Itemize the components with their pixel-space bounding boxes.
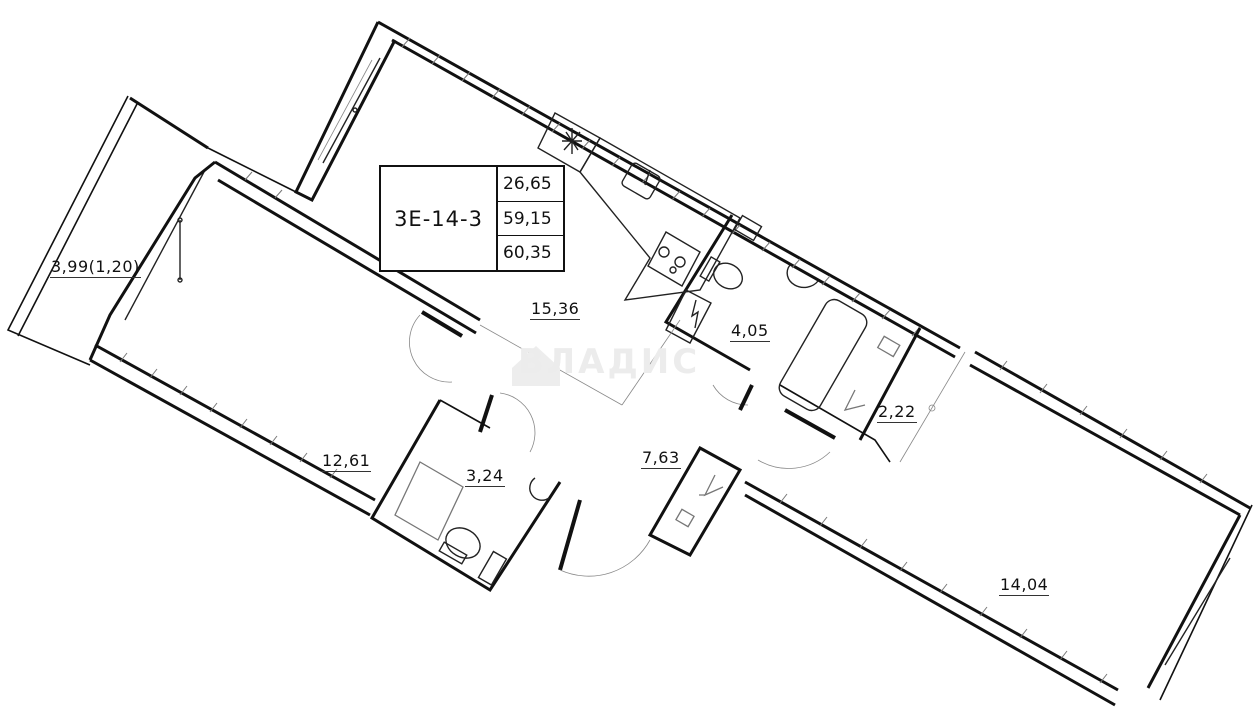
bedroom-right-door <box>757 408 836 469</box>
room-label-kitchen-living: 15,36 <box>530 299 581 320</box>
wardrobe-room <box>843 327 966 463</box>
room-label-wc: 3,24 <box>465 466 505 487</box>
bedroom-left-door <box>409 310 464 383</box>
living-area: 26,65 <box>498 167 563 202</box>
room-label-bathroom: 4,05 <box>730 321 770 342</box>
room-label-hallway: 7,63 <box>641 448 681 469</box>
hallway-closet <box>647 445 743 557</box>
bedroom-right-walls <box>744 350 1253 707</box>
total-area: 59,15 <box>498 202 563 237</box>
wc-room <box>369 392 562 593</box>
apartment-info-box: 3E-14-3 26,65 59,15 60,35 <box>379 165 565 272</box>
balcony <box>6 95 209 366</box>
bedroom-right-hatching <box>779 360 1208 684</box>
bedroom-left-hatching <box>119 171 338 479</box>
total-area-with-balcony: 60,35 <box>503 243 552 264</box>
watermark: ВЛАДИС <box>518 342 701 382</box>
wall-hatching <box>401 37 921 337</box>
room-label-balcony: 3,99(1,20) <box>50 257 141 278</box>
watermark-house-icon <box>512 346 560 386</box>
room-label-bedroom-left: 12,61 <box>321 451 372 472</box>
kitchen-window <box>317 57 381 164</box>
room-label-bedroom-right: 14,04 <box>999 575 1050 596</box>
kitchen-walls <box>207 20 961 359</box>
room-label-wardrobe: 2,22 <box>877 402 917 423</box>
bathroom-room <box>663 214 891 463</box>
apartment-areas: 26,65 59,15 60,35 <box>498 167 563 270</box>
bedroom-left-walls <box>88 160 481 517</box>
apartment-code: 3E-14-3 <box>381 167 498 270</box>
entrance-door <box>558 499 651 577</box>
